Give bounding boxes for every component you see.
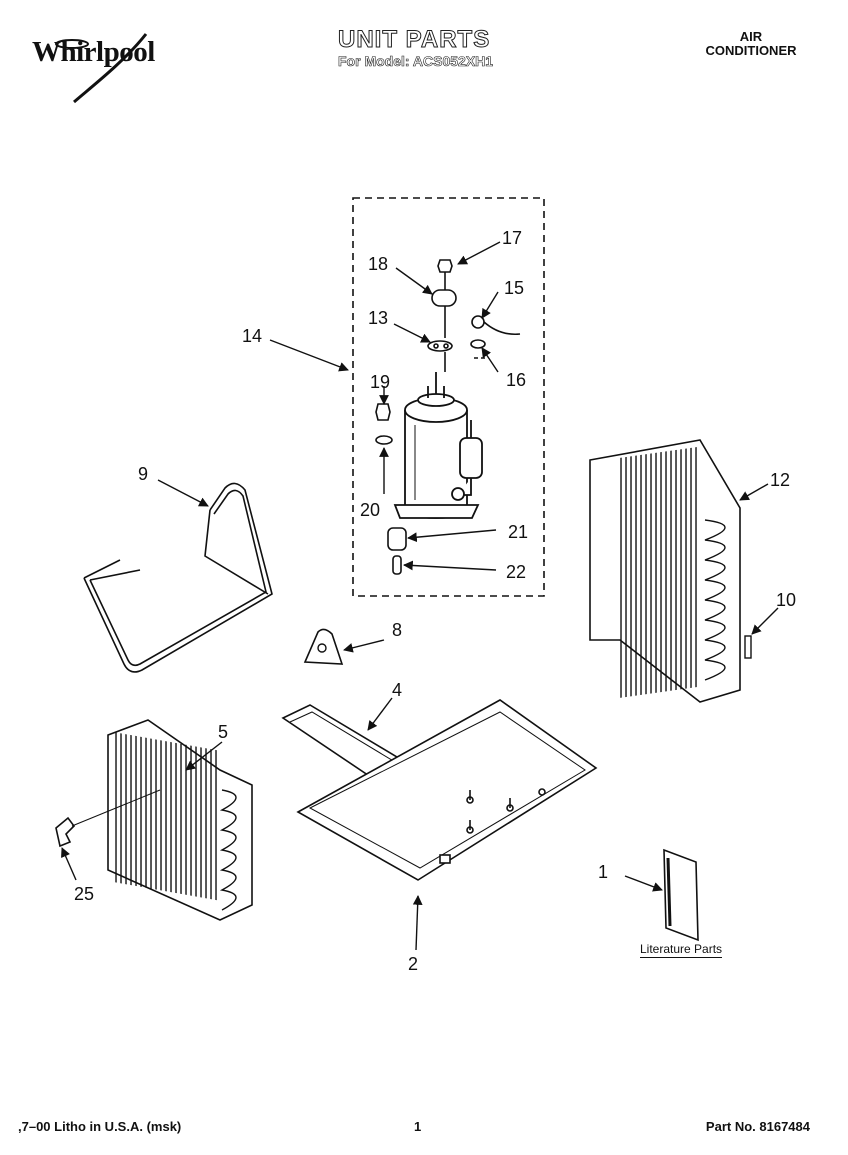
brand-swoosh-icon xyxy=(55,33,148,104)
callout-15: 15 xyxy=(504,278,525,298)
callout-17: 17 xyxy=(502,228,523,248)
appliance-line-1: AIR xyxy=(739,29,763,44)
appliance-type: AIR CONDITIONER xyxy=(696,30,806,58)
appliance-line-2: CONDITIONER xyxy=(705,43,797,58)
callout-20: 20 xyxy=(360,500,381,520)
callout-25: 25 xyxy=(74,884,95,904)
callout-21: 21 xyxy=(508,522,529,542)
callout-5: 5 xyxy=(218,722,229,742)
callout-8: 8 xyxy=(392,620,403,640)
terminal-cover-18 xyxy=(431,289,457,307)
callout-13: 13 xyxy=(368,308,389,328)
nut-19 xyxy=(375,403,391,421)
washer-20 xyxy=(375,435,393,445)
part-number: Part No. 8167484 xyxy=(705,1119,810,1134)
compressor-group-box xyxy=(352,197,545,597)
sleeve-22 xyxy=(392,555,402,575)
callout-4: 4 xyxy=(392,680,403,700)
page-title: UNIT PARTS xyxy=(337,26,491,54)
callout-2: 2 xyxy=(408,954,419,974)
brand-logo: Whirlpool xyxy=(32,36,155,68)
leader-lines xyxy=(61,241,779,951)
compressor-hardware xyxy=(375,259,521,575)
wire-frame xyxy=(83,482,273,673)
grommet-21 xyxy=(387,527,407,551)
nut-17 xyxy=(437,259,453,273)
clip-16 xyxy=(470,339,486,349)
model-line: For Model: ACS052XH1 xyxy=(338,53,494,70)
page-number: 1 xyxy=(414,1119,422,1134)
callout-16: 16 xyxy=(506,370,527,390)
compressor xyxy=(393,372,483,519)
condenser-coil xyxy=(589,439,752,703)
print-info: ,7–00 Litho in U.S.A. (msk) xyxy=(18,1119,182,1134)
base-pan xyxy=(296,699,598,881)
callout-1: 1 xyxy=(598,862,609,882)
callout-10: 10 xyxy=(776,590,797,610)
callout-12: 12 xyxy=(770,470,791,490)
callout-18: 18 xyxy=(368,254,389,274)
literature-parts-label: Literature Parts xyxy=(640,942,723,958)
evaporator-coil xyxy=(107,719,253,921)
clip-25 xyxy=(55,816,76,848)
callout-9: 9 xyxy=(138,464,149,484)
literature-booklet xyxy=(663,848,699,942)
callout-19: 19 xyxy=(370,372,391,392)
callout-22: 22 xyxy=(506,562,527,582)
callout-14: 14 xyxy=(242,326,263,346)
